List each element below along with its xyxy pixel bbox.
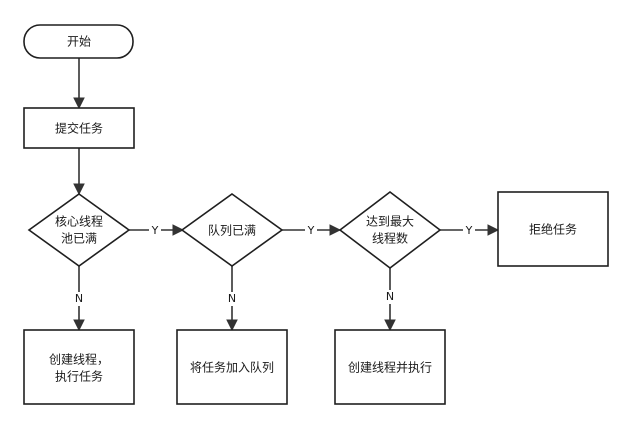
- svg-text:N: N: [228, 292, 236, 305]
- node-enqueue-task: 将任务加入队列: [176, 329, 288, 405]
- edge-label-queue-no: N: [226, 292, 238, 306]
- svg-text:Y: Y: [151, 224, 159, 237]
- svg-text:N: N: [386, 290, 394, 303]
- edge-label-max-no: N: [384, 290, 396, 304]
- node-create-core-thread: 创建线程， 执行任务: [23, 329, 135, 405]
- svg-text:线程数: 线程数: [372, 231, 408, 246]
- svg-text:拒绝任务: 拒绝任务: [529, 222, 577, 237]
- node-core-pool-full: 核心线程 池已满: [27, 193, 131, 267]
- svg-text:开始: 开始: [67, 35, 91, 49]
- svg-text:提交任务: 提交任务: [55, 121, 103, 136]
- edge-submit-to-core-full: [73, 148, 85, 196]
- edge-label-core-no: N: [73, 292, 85, 306]
- edge-start-to-submit: [73, 58, 85, 110]
- node-start: 开始: [23, 24, 134, 59]
- svg-text:Y: Y: [465, 224, 473, 237]
- svg-text:队列已满: 队列已满: [208, 223, 256, 238]
- svg-text:将任务加入队列: 将任务加入队列: [190, 360, 274, 375]
- svg-text:池已满: 池已满: [61, 232, 97, 246]
- node-queue-full: 队列已满: [180, 193, 284, 267]
- edge-label-max-yes: Y: [463, 223, 475, 237]
- svg-text:N: N: [75, 292, 83, 305]
- node-submit-task: 提交任务: [23, 107, 135, 149]
- svg-text:创建线程，: 创建线程，: [49, 352, 109, 367]
- edge-label-queue-yes: Y: [305, 223, 317, 237]
- node-max-threads-reached: 达到最大 线程数: [338, 190, 442, 270]
- svg-text:执行任务: 执行任务: [55, 369, 103, 384]
- svg-text:创建线程并执行: 创建线程并执行: [348, 360, 432, 375]
- svg-text:达到最大: 达到最大: [366, 215, 414, 229]
- node-reject-task: 拒绝任务: [497, 191, 609, 267]
- node-create-and-run-thread: 创建线程并执行: [334, 329, 446, 405]
- svg-text:核心线程: 核心线程: [55, 214, 103, 229]
- edge-label-core-yes: Y: [149, 223, 161, 237]
- svg-text:Y: Y: [307, 224, 315, 237]
